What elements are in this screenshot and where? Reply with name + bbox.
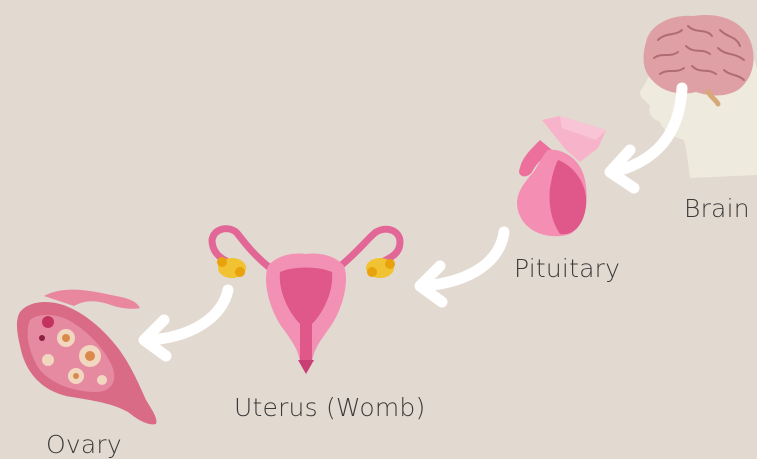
brain-label: Brain (684, 196, 750, 221)
uterus-label: Uterus (Womb) (234, 395, 425, 420)
arrow-uterus-to-ovary (144, 290, 228, 356)
pituitary-illustration (517, 116, 606, 236)
arrow-pituitary-to-uterus (420, 232, 504, 302)
arrows (144, 88, 682, 356)
pituitary-label: Pituitary (514, 256, 620, 281)
ovary-label: Ovary (46, 432, 122, 457)
uterus-illustration (212, 229, 400, 374)
ovary-illustration (17, 290, 156, 425)
